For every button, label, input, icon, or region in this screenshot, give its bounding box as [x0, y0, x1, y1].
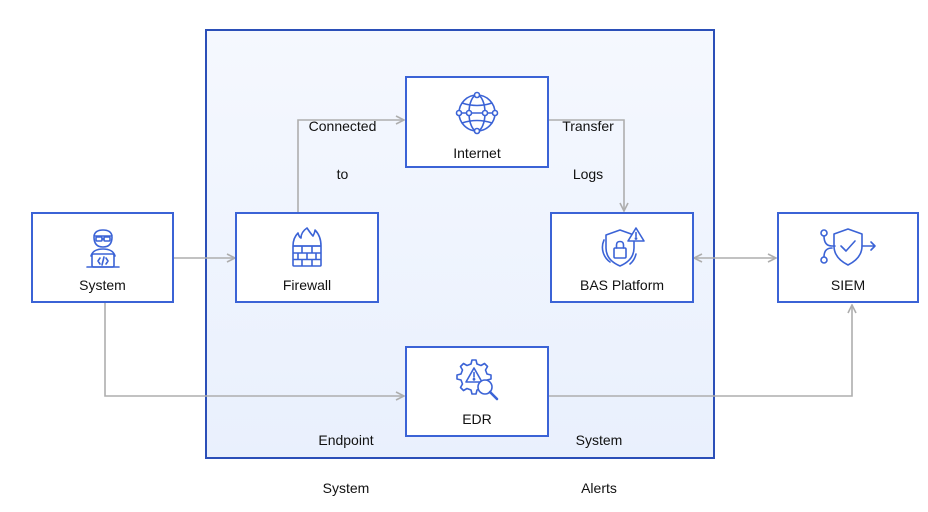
siem-label: SIEM [830, 277, 866, 293]
bas-platform-label: BAS Platform [579, 277, 665, 293]
edge-system-edr [104, 303, 404, 396]
internet-label: Internet [453, 145, 501, 161]
edge-edr-siem [549, 305, 852, 397]
edge-label-endpoint-system: Endpoint System [318, 432, 374, 496]
node-system[interactable]: System [31, 212, 174, 303]
edge-label-system-alerts: System Alerts [575, 432, 623, 496]
node-firewall[interactable]: Firewall [235, 212, 379, 303]
node-internet[interactable]: Internet [405, 76, 549, 168]
edr-label: EDR [462, 411, 492, 427]
node-edr[interactable]: EDR [405, 346, 549, 437]
shield-check-icon [820, 228, 876, 266]
shield-lock-alert-icon [601, 227, 645, 267]
node-siem[interactable]: SIEM [777, 212, 919, 303]
connectors [104, 0, 928, 486]
edge-label-transfer-logs: Transfer Logs [562, 118, 614, 182]
gear-search-alert-icon [456, 359, 499, 401]
edge-label-connected-to: Connected to [308, 118, 377, 182]
developer-icon [85, 229, 120, 268]
firewall-label: Firewall [282, 277, 332, 293]
edge-firewall-internet [297, 120, 404, 212]
node-bas-platform[interactable]: BAS Platform [550, 212, 694, 303]
edge-internet-bas [549, 119, 624, 211]
system-label: System [79, 277, 126, 293]
globe-icon [455, 91, 499, 135]
firewall-icon [292, 227, 322, 267]
